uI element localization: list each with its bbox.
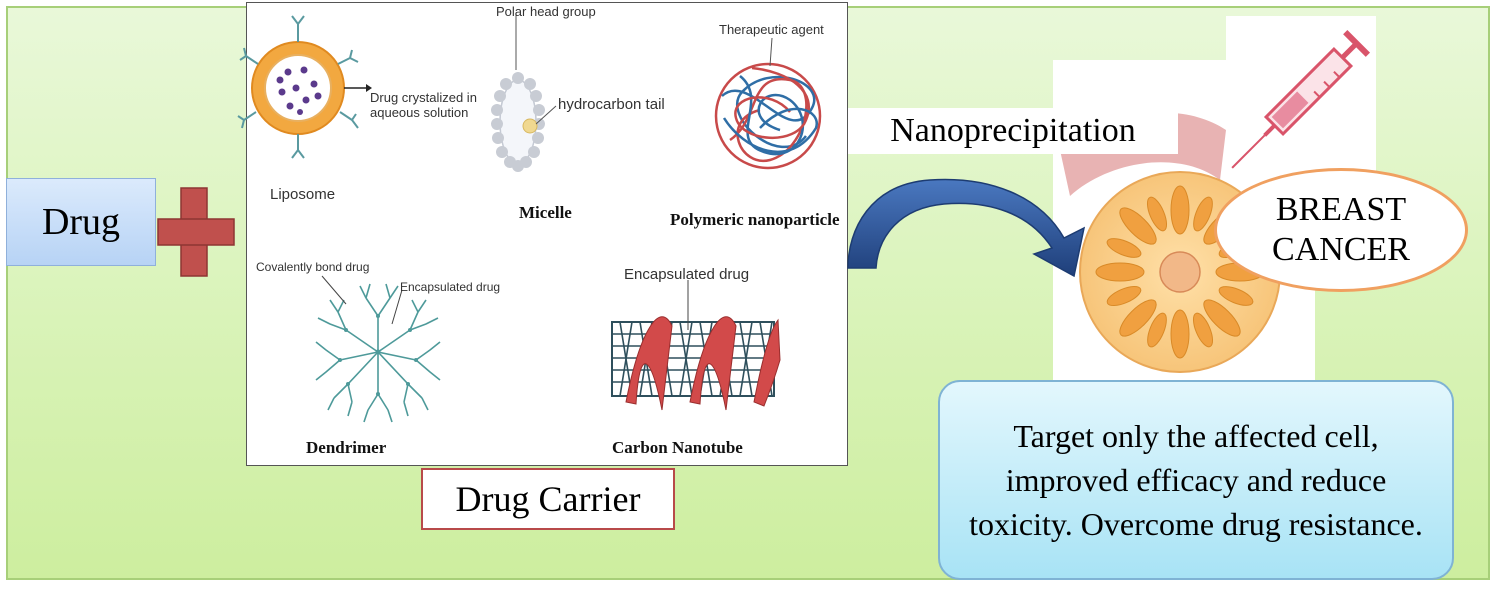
- drug-carrier-box: Drug Carrier: [421, 468, 675, 530]
- plus-icon: [157, 187, 235, 277]
- polymeric-agent-label: Therapeutic agent: [719, 22, 824, 37]
- polymeric-nanoparticle-icon: [714, 37, 822, 170]
- drug-carrier-label: Drug Carrier: [455, 479, 641, 519]
- dendrimer-label: Dendrimer: [306, 438, 387, 457]
- breast-cancer-line1: BREAST: [1275, 191, 1407, 228]
- micelle-icon: [491, 14, 557, 172]
- breast-cancer-oval: BREAST CANCER: [1214, 168, 1468, 292]
- liposome-annotation: Drug crystalized in aqueous solution: [370, 90, 477, 120]
- micelle-label: Micelle: [519, 203, 572, 222]
- liposome-label: Liposome: [270, 186, 336, 203]
- result-text: Target only the affected cell, improved …: [969, 418, 1423, 542]
- syringe-icon: [1231, 29, 1371, 169]
- dendrimer-encapsulated-label: Encapsulated drug: [400, 280, 501, 294]
- nanoprecipitation-arrow: [847, 178, 1086, 278]
- liposome-icon: [237, 15, 372, 159]
- dendrimer-covalent-label: Covalently bond drug: [256, 260, 370, 274]
- dendrimer-icon: [315, 275, 441, 423]
- micelle-tail-label: hydrocarbon tail: [558, 96, 665, 113]
- breast-cancer-line2: CANCER: [1272, 231, 1410, 268]
- micelle-head-label: Polar head group: [496, 4, 596, 19]
- drug-label: Drug: [41, 201, 121, 243]
- nanoprecipitation-label: Nanoprecipitation: [890, 112, 1136, 149]
- nanotube-encapsulated-label: Encapsulated drug: [624, 266, 750, 283]
- nanotube-label: Carbon Nanotube: [612, 438, 743, 457]
- nanoprecipitation-label-box: Nanoprecipitation: [848, 108, 1178, 154]
- polymeric-label: Polymeric nanoparticle: [670, 210, 840, 229]
- carbon-nanotube-icon: [611, 280, 781, 411]
- drug-box: Drug: [6, 178, 156, 266]
- result-box: Target only the affected cell, improved …: [938, 380, 1454, 580]
